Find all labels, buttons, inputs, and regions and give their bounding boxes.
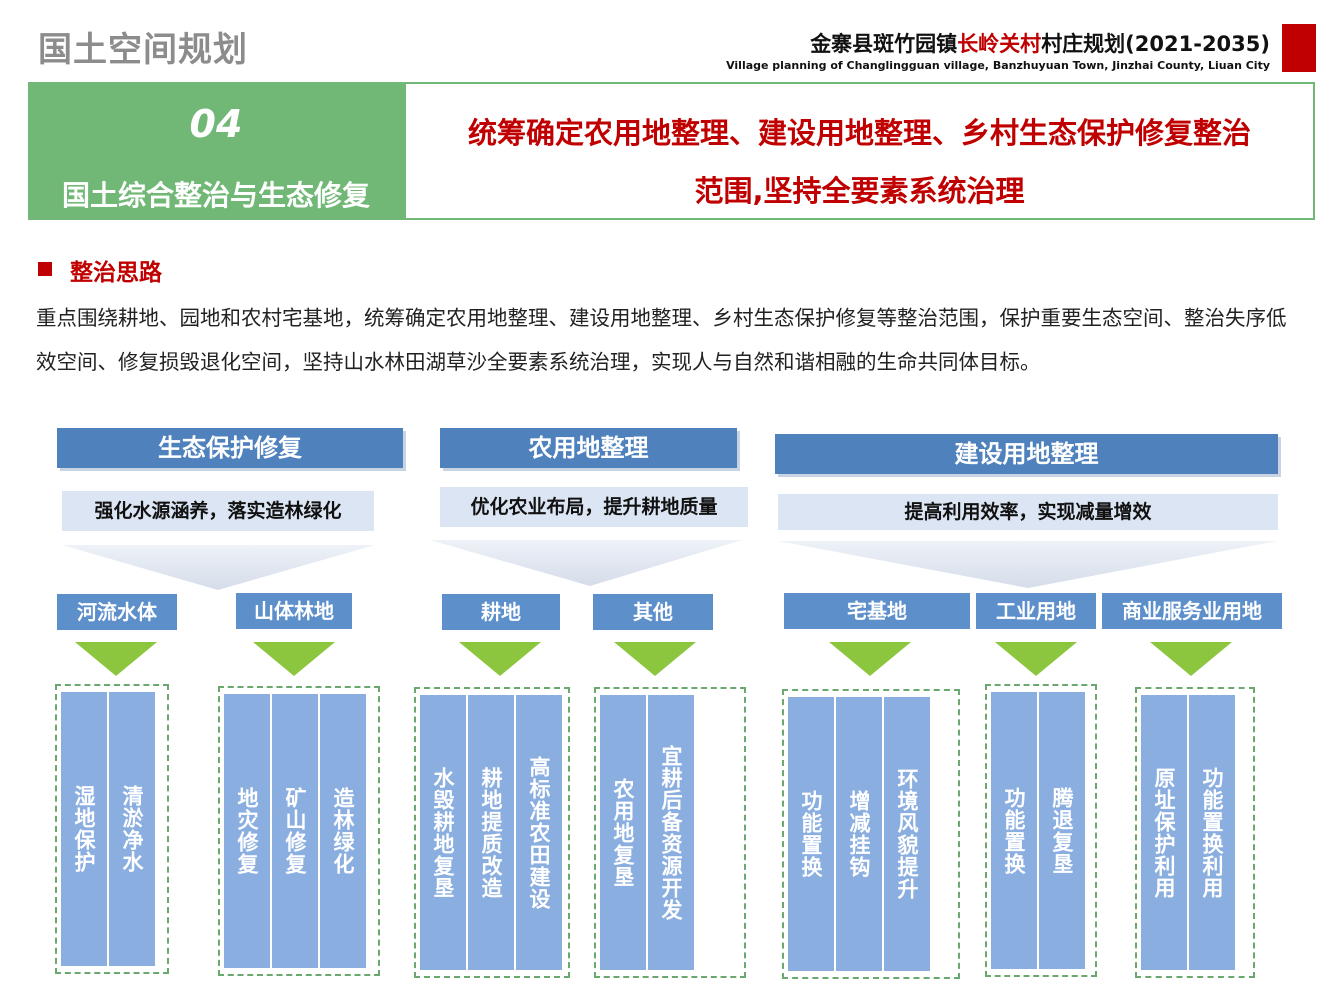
measure-group xyxy=(218,686,380,976)
measure-item: 耕地提质改造 xyxy=(468,695,514,970)
subcategory-label: 宅基地 xyxy=(784,593,970,629)
measure-item: 功能置换 xyxy=(788,697,834,971)
section-headline-box: 统筹确定农用地整理、建设用地整理、乡村生态保护修复整治 范围,坚持全要素系统治理 xyxy=(404,82,1315,220)
measure-item: 腾退复垦 xyxy=(1039,692,1085,969)
square-bullet-icon xyxy=(38,262,52,276)
measure-item: 高标准农田建设 xyxy=(516,695,562,970)
measure-item: 宜耕后备资源开发 xyxy=(648,695,694,970)
section-number: 04 xyxy=(189,102,243,146)
measure-item: 水毁耕地复垦 xyxy=(420,695,466,970)
section-headline-line-1: 统筹确定农用地整理、建设用地整理、乡村生态保护修复整治 xyxy=(467,116,1251,150)
category-goal: 强化水源涵养，落实造林绿化 xyxy=(62,491,374,531)
measure-group xyxy=(985,684,1097,977)
funnel-triangle xyxy=(430,540,742,586)
funnel-triangle xyxy=(62,545,375,590)
subcategory-label: 工业用地 xyxy=(976,593,1096,629)
project-title-pre: 金寨县斑竹园镇 xyxy=(810,32,958,56)
project-title-post: 村庄规划(2021-2035) xyxy=(1041,32,1270,56)
category-header: 建设用地整理 xyxy=(775,434,1278,474)
measure-item: 湿地保护 xyxy=(61,692,107,966)
subcategory-label: 河流水体 xyxy=(57,594,177,630)
measure-item: 增减挂钩 xyxy=(836,697,882,971)
measure-item: 造林绿化 xyxy=(320,694,366,968)
subcategory-label: 商业服务业用地 xyxy=(1102,593,1282,629)
measure-item: 清淤净水 xyxy=(109,692,155,966)
project-title: 金寨县斑竹园镇长岭关村村庄规划(2021-2035) xyxy=(810,28,1270,58)
measure-item: 矿山修复 xyxy=(272,694,318,968)
brand-title: 国土空间规划 xyxy=(38,30,248,70)
measure-item: 功能置换 xyxy=(991,692,1037,969)
measure-item: 原址保护利用 xyxy=(1141,695,1187,970)
measure-group xyxy=(782,689,960,979)
funnel-triangle xyxy=(778,541,1277,588)
category-goal: 提高利用效率，实现减量增效 xyxy=(778,494,1278,530)
measure-item: 功能置换利用 xyxy=(1189,695,1235,970)
intro-paragraph: 重点围绕耕地、园地和农村宅基地，统筹确定农用地整理、建设用地整理、乡村生态保护修… xyxy=(36,306,1287,374)
down-arrow-icon xyxy=(995,642,1077,676)
measure-group xyxy=(594,687,746,978)
category-header: 生态保护修复 xyxy=(57,428,403,468)
project-subtitle: Village planning of Changlingguan villag… xyxy=(726,59,1270,72)
category-goal: 优化农业布局，提升耕地质量 xyxy=(440,487,748,527)
subcategory-label: 耕地 xyxy=(442,594,560,630)
measure-item: 农用地复垦 xyxy=(600,695,646,970)
measure-group xyxy=(1135,687,1255,978)
subcategory-label: 其他 xyxy=(593,594,713,630)
measure-item: 地灾修复 xyxy=(224,694,270,968)
measure-group xyxy=(414,687,570,978)
section-headline-line-2: 范围,坚持全要素系统治理 xyxy=(694,174,1025,208)
intro-heading: 整治思路 xyxy=(70,260,162,286)
down-arrow-icon xyxy=(459,642,541,676)
section-title: 国土综合整治与生态修复 xyxy=(61,179,370,212)
section-banner: 04 国土综合整治与生态修复 xyxy=(28,82,404,220)
down-arrow-icon xyxy=(1150,642,1232,676)
measure-group xyxy=(55,684,169,974)
down-arrow-icon xyxy=(253,642,335,676)
down-arrow-icon xyxy=(75,642,157,676)
down-arrow-icon xyxy=(829,642,911,676)
subcategory-label: 山体林地 xyxy=(236,593,352,629)
category-header: 农用地整理 xyxy=(440,428,737,468)
project-title-highlight: 长岭关村 xyxy=(957,32,1042,56)
measure-item: 环境风貌提升 xyxy=(884,697,930,971)
header-accent-block xyxy=(1282,24,1316,72)
down-arrow-icon xyxy=(614,642,696,676)
section-headline: 统筹确定农用地整理、建设用地整理、乡村生态保护修复整治 范围,坚持全要素系统治理 xyxy=(418,104,1301,220)
